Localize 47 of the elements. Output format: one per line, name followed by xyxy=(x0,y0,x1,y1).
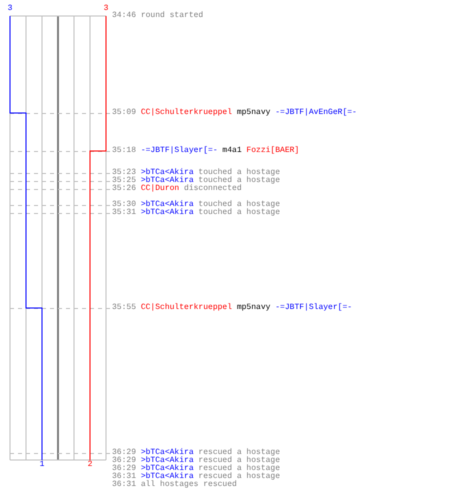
timestamp: 35:30 xyxy=(112,201,136,209)
player-name: >bTCa<Akira xyxy=(140,177,194,185)
timestamp: 36:29 xyxy=(112,449,136,457)
player-name: -=JBTF|Slayer[=- xyxy=(275,304,352,312)
timestamp: 35:25 xyxy=(112,177,136,185)
weapon-name: m4a1 xyxy=(222,147,242,155)
timestamp: 35:09 xyxy=(112,109,136,117)
player-name: Fozzi[BAER] xyxy=(246,147,300,155)
player-name: >bTCa<Akira xyxy=(140,209,194,217)
player-name: >bTCa<Akira xyxy=(140,449,194,457)
timestamp: 36:31 xyxy=(112,473,136,481)
team-count: 2 xyxy=(86,461,94,469)
team-count: 1 xyxy=(38,461,46,469)
event-text: touched a hostage xyxy=(198,209,280,217)
team-count: 3 xyxy=(6,5,14,13)
event-text: rescued a hostage xyxy=(198,449,280,457)
event-text: all hostages rescued xyxy=(140,481,237,489)
player-name: >bTCa<Akira xyxy=(140,473,194,481)
timestamp: 35:55 xyxy=(112,304,136,312)
player-name: >bTCa<Akira xyxy=(140,457,194,465)
player-name: >bTCa<Akira xyxy=(140,465,194,473)
team-count: 3 xyxy=(102,5,110,13)
event-text: rescued a hostage xyxy=(198,473,280,481)
player-name: CC|Schulterkrueppel xyxy=(140,304,232,312)
event-text: touched a hostage xyxy=(198,177,280,185)
timestamp: 35:18 xyxy=(112,147,136,155)
timestamp: 36:29 xyxy=(112,457,136,465)
timestamp: 34:46 xyxy=(112,12,136,20)
player-name: -=JBTF|AvEnGeR[=- xyxy=(275,109,357,117)
player-name: >bTCa<Akira xyxy=(140,201,194,209)
weapon-name: mp5navy xyxy=(236,304,270,312)
timestamp: 35:23 xyxy=(112,169,136,177)
player-name: -=JBTF|Slayer[=- xyxy=(140,147,218,155)
timestamp: 36:31 xyxy=(112,481,136,489)
weapon-name: mp5navy xyxy=(236,109,270,117)
event-text: rescued a hostage xyxy=(198,465,280,473)
timestamp: 35:31 xyxy=(112,209,136,217)
event-text: touched a hostage xyxy=(198,201,280,209)
player-name: CC|Duron xyxy=(140,185,180,193)
player-name: >bTCa<Akira xyxy=(140,169,194,177)
event-text: disconnected xyxy=(184,185,242,193)
event-text: touched a hostage xyxy=(198,169,280,177)
event-text: rescued a hostage xyxy=(198,457,280,465)
timestamp: 35:26 xyxy=(112,185,136,193)
player-name: CC|Schulterkrueppel xyxy=(140,109,232,117)
timestamp: 36:29 xyxy=(112,465,136,473)
event-text: round started xyxy=(140,12,204,20)
